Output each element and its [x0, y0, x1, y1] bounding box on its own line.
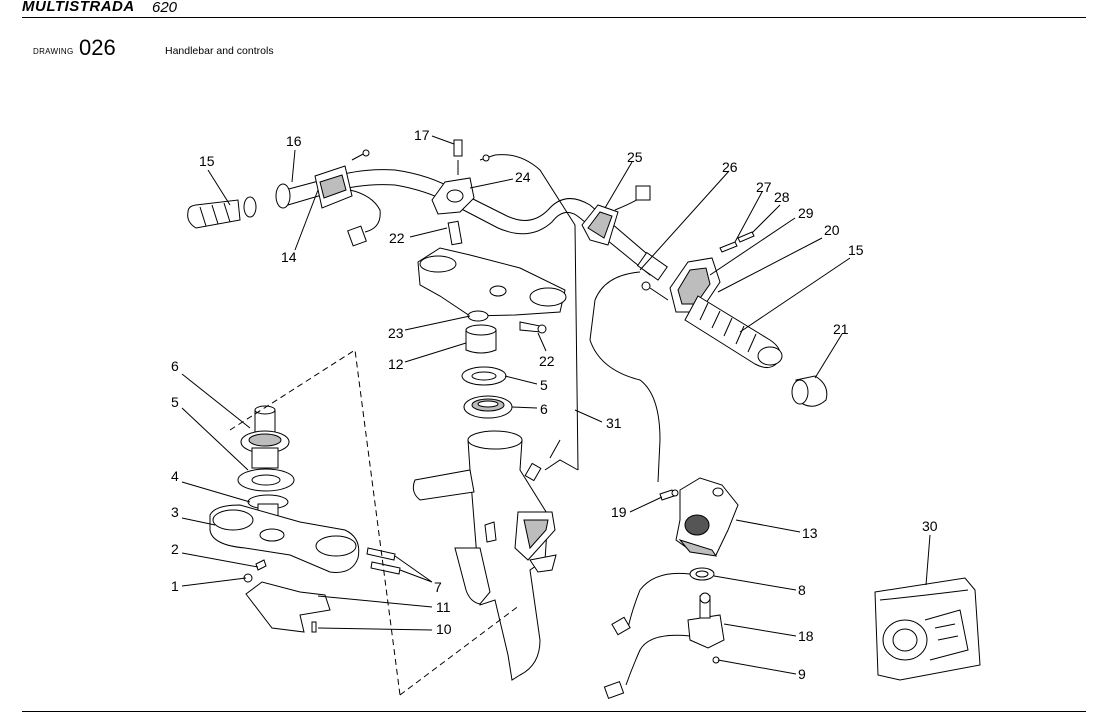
callout-2: 2 — [171, 541, 179, 557]
projection-lines — [229, 349, 521, 696]
screw-2 — [255, 559, 267, 571]
header-rule — [22, 17, 1086, 18]
callout-29: 29 — [798, 205, 814, 221]
callout-26: 26 — [722, 159, 738, 175]
seal-washer-5 — [461, 366, 507, 386]
throttle-cables — [524, 271, 661, 483]
bar-end-weight-21 — [791, 375, 828, 407]
callout-23: 23 — [388, 325, 404, 341]
plate-11 — [245, 581, 331, 633]
callout-6-center: 6 — [540, 401, 548, 417]
callout-18: 18 — [798, 628, 814, 644]
callout-22-upper: 22 — [389, 230, 405, 246]
callout-labels: 15 16 14 17 24 22 25 26 27 28 29 20 15 2… — [171, 127, 938, 682]
drawing-title: Handlebar and controls — [165, 45, 274, 57]
right-handlebar-end — [636, 251, 668, 281]
callout-1: 1 — [171, 578, 179, 594]
frame-head — [412, 430, 557, 681]
callout-7: 7 — [434, 579, 442, 595]
lower-triple-clamp-3 — [209, 504, 360, 573]
throttle-housing — [641, 257, 721, 313]
callout-17: 17 — [414, 127, 430, 143]
callout-19: 19 — [611, 504, 627, 520]
bolts-7 — [366, 547, 401, 575]
screws-27-28 — [719, 231, 755, 253]
callout-12: 12 — [388, 356, 404, 372]
callout-28: 28 — [774, 189, 790, 205]
handlebar-clamp — [431, 139, 579, 471]
callout-31: 31 — [606, 415, 622, 431]
callout-15-right: 15 — [848, 242, 864, 258]
callout-8: 8 — [798, 582, 806, 598]
callout-10: 10 — [436, 621, 452, 637]
callout-5-center: 5 — [540, 377, 548, 393]
bolt-19 — [659, 489, 679, 501]
upper-triple-clamp — [417, 247, 567, 322]
callout-14: 14 — [281, 249, 297, 265]
ignition-bracket-13 — [675, 477, 739, 557]
right-switch-unit — [581, 185, 651, 246]
stem-bearing-6 — [240, 405, 290, 454]
ignition-switch-18 — [687, 592, 725, 664]
stem-washer-5 — [237, 447, 295, 492]
callout-6-left: 6 — [171, 358, 179, 374]
callout-9: 9 — [798, 666, 806, 682]
page-header: MULTISTRADA 620 — [22, 0, 1086, 17]
clamp-bolt-22 — [447, 220, 463, 246]
callout-16: 16 — [286, 133, 302, 149]
footer-rule — [22, 711, 1086, 712]
ignition-wiring — [603, 572, 691, 700]
callout-21: 21 — [833, 321, 849, 337]
callout-5-left: 5 — [171, 394, 179, 410]
right-grip — [684, 295, 783, 368]
decal-30 — [874, 577, 981, 681]
screw-10 — [311, 621, 317, 633]
clamp-bolt-22b — [519, 321, 547, 334]
callout-4: 4 — [171, 468, 179, 484]
callout-20: 20 — [824, 222, 840, 238]
bearing-6 — [463, 395, 513, 419]
callout-25: 25 — [627, 149, 643, 165]
stem-nut-12 — [465, 324, 497, 354]
brand-name: MULTISTRADA — [22, 0, 135, 15]
callout-13: 13 — [802, 525, 818, 541]
callout-15-left: 15 — [199, 153, 215, 169]
callout-22-lower: 22 — [539, 353, 555, 369]
drawing-label: DRAWING — [33, 47, 74, 56]
left-switch-unit — [314, 149, 381, 247]
leader-lines — [181, 135, 931, 675]
drawing-number: 026 — [79, 35, 116, 60]
callout-24: 24 — [515, 169, 531, 185]
seal-ring-8 — [689, 567, 715, 581]
callout-27: 27 — [756, 179, 772, 195]
model-name: 620 — [152, 0, 178, 16]
callout-11: 11 — [436, 599, 451, 615]
left-grip — [187, 183, 291, 229]
callout-30: 30 — [922, 518, 938, 534]
callout-3: 3 — [171, 504, 179, 520]
